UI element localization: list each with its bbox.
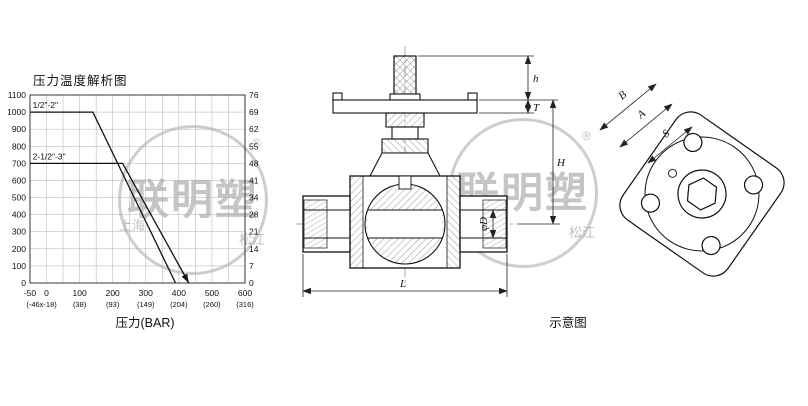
dim-B-label: B <box>616 89 629 103</box>
flange-dimensions <box>599 83 693 164</box>
watermark-stamp: 联明塑 ® 上海 松江 <box>118 125 268 275</box>
y-tick-label: 600 <box>12 175 26 185</box>
y-right-tick-label: 76 <box>249 90 259 100</box>
y-right-tick-label: 34 <box>249 193 259 203</box>
y-tick-label: 900 <box>12 124 26 134</box>
y-tick-label: 400 <box>12 210 26 220</box>
y-tick-label: 1000 <box>7 107 26 117</box>
dim-T-label: T <box>533 102 540 114</box>
x-sub-label: (38) <box>73 300 87 309</box>
valve-cross-section <box>302 55 508 269</box>
dim-h-label: h <box>533 73 539 85</box>
x-tick-label: 600 <box>238 288 252 298</box>
plot-border <box>29 94 246 284</box>
watermark-text: 联明塑 <box>126 175 260 223</box>
x-tick-label: 0 <box>44 288 49 298</box>
y-right-tick-label: 41 <box>249 175 259 185</box>
registered-mark-icon: ® <box>252 136 261 150</box>
y-tick-label: 200 <box>12 244 26 254</box>
bolt-hole <box>701 235 721 256</box>
flange-caption: 示意图 <box>549 316 587 330</box>
y-right-tick-label: 7 <box>249 261 254 271</box>
y-right-tick-label: 55 <box>249 141 259 151</box>
x-tick-label: 400 <box>172 288 186 298</box>
chart-x-axis-caption: 压力(BAR) <box>115 316 175 330</box>
series-line <box>30 162 190 284</box>
x-tick-label: 200 <box>106 288 120 298</box>
y-right-tick-label: 0 <box>249 278 254 288</box>
dim-L-label: L <box>399 278 406 290</box>
x-sub-label: (149) <box>137 300 155 309</box>
mounting-plate <box>332 99 478 114</box>
gland-nut <box>385 112 425 128</box>
y-tick-label: 500 <box>12 193 26 203</box>
y-tick-label: 800 <box>12 141 26 151</box>
dim-H-label: H <box>556 157 566 169</box>
pin-hole <box>668 168 677 178</box>
y-tick-label: 0 <box>21 278 26 288</box>
series-arrowhead <box>181 273 189 283</box>
chart-title: 压力温度解析图 <box>33 74 128 88</box>
flange-view <box>619 111 785 277</box>
dim-D-label: φD <box>478 217 490 231</box>
y-right-tick-label: 69 <box>249 107 259 117</box>
hex-socket <box>686 177 718 211</box>
y-right-tick-label: 21 <box>249 227 259 237</box>
x-tick-label: -50 <box>24 288 37 298</box>
x-sub-label: (204) <box>170 300 188 309</box>
y-right-tick-label: 48 <box>249 158 259 168</box>
series-line <box>30 111 177 284</box>
y-tick-label: 1100 <box>8 90 27 100</box>
x-sub-label: (316) <box>236 300 254 309</box>
bonnet <box>369 152 441 177</box>
x-tick-label: 100 <box>73 288 87 298</box>
series-label: 1/2"-2" <box>33 100 58 110</box>
series-label: 2-1/2"-3" <box>33 151 66 161</box>
flange-plate <box>619 111 785 277</box>
y-right-tick-label: 14 <box>249 244 259 254</box>
bolt-hole <box>640 193 661 213</box>
x-sub-label: (93) <box>106 300 120 309</box>
y-tick-label: 300 <box>12 227 26 237</box>
valve-dimensions <box>302 55 560 297</box>
y-right-tick-label: 62 <box>249 124 259 134</box>
x-sub-label: (-46x-18) <box>26 300 57 309</box>
y-tick-label: 700 <box>12 158 26 168</box>
x-tick-label: 300 <box>139 288 153 298</box>
x-tick-label: 500 <box>205 288 219 298</box>
watermark-district: 松江 <box>568 225 595 240</box>
bolt-hole <box>743 175 764 195</box>
dim-A-label: A <box>634 108 648 122</box>
y-right-tick-label: 28 <box>249 210 259 220</box>
watermark-city: 上海 <box>119 218 146 233</box>
x-sub-label: (260) <box>203 300 221 309</box>
registered-mark-icon: ® <box>582 129 591 143</box>
y-tick-label: 100 <box>12 261 26 271</box>
